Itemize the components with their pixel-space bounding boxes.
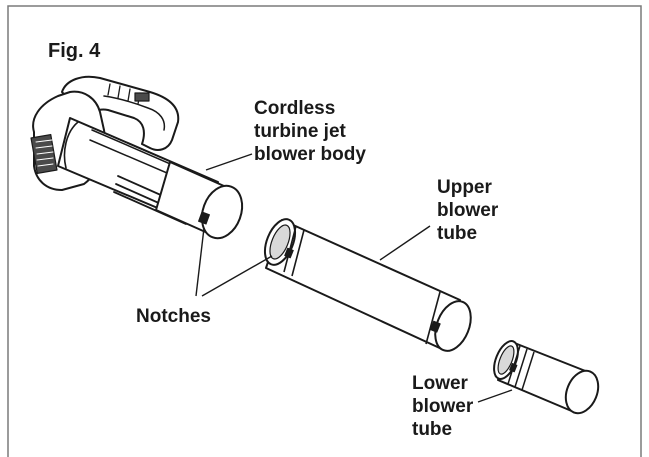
label-blower-body: Cordless turbine jet blower body	[254, 97, 366, 166]
label-upper-tube: Upper blower tube	[437, 176, 498, 245]
label-upper-tube-line-3: tube	[437, 223, 478, 244]
leader-lower-tube	[477, 389, 513, 403]
figure-title: Fig. 4	[48, 40, 101, 62]
label-blower-body-line-1: Cordless	[254, 98, 336, 119]
upper-tube-illustration	[263, 218, 472, 352]
label-notches: Notches	[136, 305, 211, 328]
lower-tube-illustration	[493, 340, 600, 415]
leader-lines	[195, 153, 513, 403]
frame-border	[7, 5, 642, 457]
label-lower-tube-line-1: Lower	[412, 373, 468, 394]
label-blower-body-line-2: turbine jet	[254, 121, 346, 142]
label-notches-line-1: Notches	[136, 306, 211, 327]
leader-notches-tube	[201, 255, 273, 297]
label-lower-tube-line-3: tube	[412, 419, 453, 440]
label-upper-tube-line-1: Upper	[437, 177, 492, 198]
leader-notches-body	[195, 227, 205, 297]
label-lower-tube: Lower blower tube	[412, 372, 473, 441]
blower-body-illustration	[30, 75, 244, 240]
label-blower-body-line-3: blower body	[254, 144, 366, 165]
label-lower-tube-line-2: blower	[412, 396, 474, 417]
label-upper-tube-line-2: blower	[437, 200, 499, 221]
leader-upper-tube	[379, 225, 431, 261]
leader-body	[205, 153, 253, 171]
